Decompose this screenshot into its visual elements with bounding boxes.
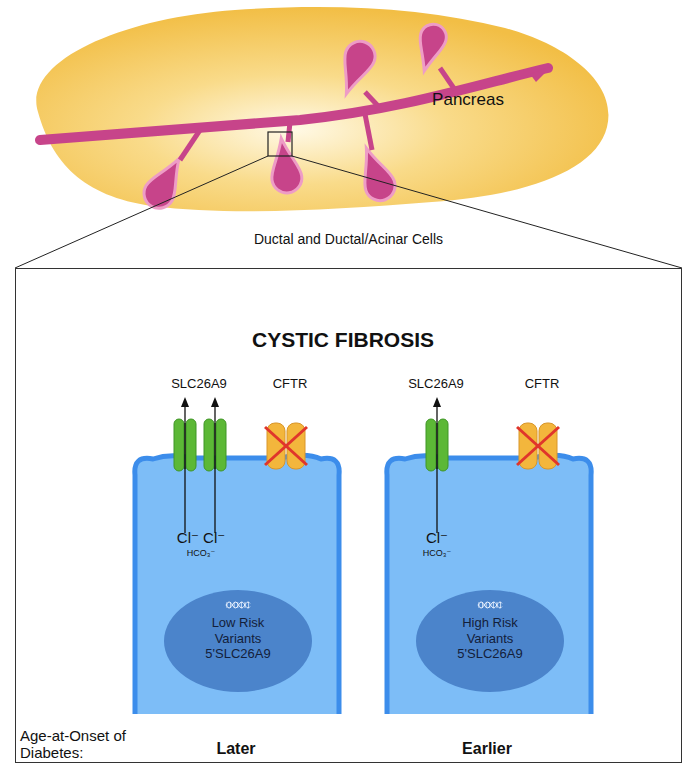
slc26a9-channel [438,419,448,471]
ion-label: HCO₃⁻ [141,548,261,558]
nucleus-body [416,590,564,692]
protein-label: CFTR [273,376,308,391]
dna-strand [478,602,502,608]
arrow-head [433,397,441,407]
ductal-cell: Cl⁻HCO₃⁻High Risk Variants 5'SLC26A9 [383,449,595,714]
dna-strand [478,602,502,608]
dna-rung [493,602,494,608]
ion-label: Cl⁻ [377,529,497,547]
pancreas-outline [36,7,608,211]
dna-rung [500,602,501,608]
onset-label: Later [216,740,255,758]
ductal-cell: Cl⁻ Cl⁻HCO₃⁻ Low Risk Variants 5'SLC26A9 [131,449,343,714]
protein-label: CFTR [525,376,560,391]
dna-strand [226,602,250,608]
protein-label: SLC26A9 [171,376,227,391]
dna-rung [234,602,235,608]
transport-arrow [436,423,437,469]
nucleus-label: Low Risk Variants 5'SLC26A9 [196,615,280,662]
slc26a9-channel [204,419,214,471]
panel-heading: Ductal and Ductal/Acinar Cells [16,231,681,247]
transport-arrow [184,423,185,469]
cell-body [135,455,339,714]
dna-rung [497,602,498,608]
dna-rung [486,602,487,608]
zoom-square [268,132,292,156]
nucleus-body [164,590,312,692]
dna-rung [482,602,483,608]
dna-rung [479,602,480,608]
channel-group [174,397,307,533]
dna-rung [248,602,249,608]
dna-rung [230,602,231,608]
onset-label: Earlier [462,740,512,758]
zoom-line [15,156,268,268]
duct-branches [180,68,455,160]
slc26a9-channel [216,419,226,471]
nucleus-label: High Risk Variants 5'SLC26A9 [448,615,532,662]
dna-rung [237,602,238,608]
slc26a9-channel [174,419,184,471]
zoom-line [292,156,682,268]
dna-rung [241,602,242,608]
dna-rung [227,602,228,608]
transport-arrow [436,403,437,533]
cell-body [387,455,591,714]
cftr-cross [265,427,307,465]
cftr-cross [517,427,559,465]
cell-nucleus: Low Risk Variants 5'SLC26A9 [163,589,313,693]
dna-strand [226,602,250,608]
dna-rung [489,602,490,608]
cell-nucleus: High Risk Variants 5'SLC26A9 [415,589,565,693]
dna-rung [245,602,246,608]
ion-label: HCO₃⁻ [377,548,497,558]
slc26a9-channel [426,419,436,471]
cftr-cross [517,427,559,465]
panel-title: CYSTIC FIBROSIS [252,328,434,352]
ion-label: Cl⁻ Cl⁻ [141,529,261,547]
pancreatic-duct [40,68,548,140]
organ-label: Pancreas [432,90,504,110]
transport-arrow [214,403,215,533]
slc26a9-channel [186,419,196,471]
duct-tip [530,66,552,82]
cftr-cross [265,427,307,465]
arrow-head [211,397,219,407]
transport-arrow [214,423,215,469]
cell-membrane [387,455,591,714]
arrow-head [181,397,189,407]
axis-label: Age-at-Onset of Diabetes: [20,727,140,762]
transport-arrow [184,403,185,533]
protein-label: SLC26A9 [408,376,464,391]
cell-membrane [135,455,339,714]
channel-group [426,397,559,533]
